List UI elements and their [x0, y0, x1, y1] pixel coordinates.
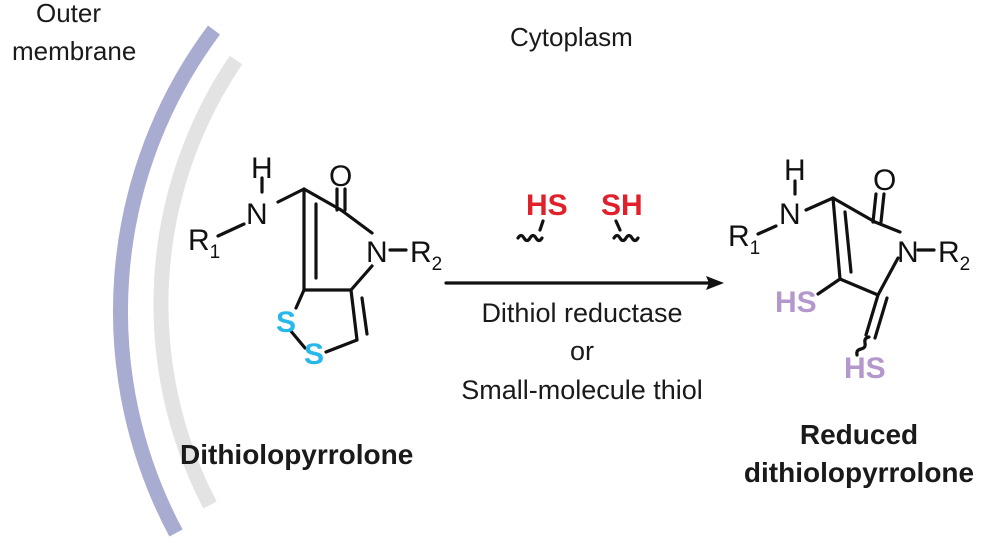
reactant-s1-atom: S — [276, 306, 296, 339]
reagent-right-wavy-bond — [612, 233, 640, 243]
product-name-line1: Reduced — [800, 419, 918, 450]
inner-membrane-band — [153, 55, 243, 509]
outer-membrane-label-line1: Outer — [36, 0, 101, 28]
condition-line2: or — [570, 336, 594, 366]
reactant-n-amine-atom: N — [246, 198, 268, 231]
product-n-ring-atom: N — [897, 236, 919, 269]
reactant-s2-atom: S — [304, 338, 324, 371]
product-thiol-lower: HS — [844, 352, 886, 385]
reactant-structure — [216, 176, 408, 354]
product-r1-group: R1 — [728, 220, 760, 259]
product-n-amine-atom: N — [779, 198, 801, 231]
product-r2-group: R2 — [938, 236, 970, 275]
reactant-name: Dithiolopyrrolone — [180, 439, 413, 470]
condition-line3: Small-molecule thiol — [461, 375, 703, 405]
reaction-arrow-head — [706, 276, 724, 290]
condition-line1: Dithiol reductase — [481, 298, 682, 328]
reactant-r1-group: R1 — [188, 224, 220, 263]
reagent-thiol-right: SH — [601, 189, 643, 222]
product-structure — [756, 179, 936, 340]
cytoplasm-label: Cytoplasm — [510, 22, 633, 52]
reactant-o-atom: O — [329, 160, 352, 193]
outer-membrane-band — [112, 25, 221, 537]
product-h-atom: H — [784, 154, 806, 187]
reactant-h-atom: H — [251, 152, 273, 185]
reagent-thiol-left: HS — [526, 189, 568, 222]
product-wavy-bond — [855, 335, 871, 357]
product-thiol-upper: HS — [775, 286, 817, 319]
reagent-left-wavy-bond — [516, 233, 544, 243]
outer-membrane-label-line2: membrane — [12, 36, 136, 66]
product-o-atom: O — [873, 164, 896, 197]
reactant-n-ring-atom: N — [366, 236, 388, 269]
reactant-r2-group: R2 — [410, 236, 442, 275]
product-name-line2: dithiolopyrrolone — [744, 457, 974, 488]
